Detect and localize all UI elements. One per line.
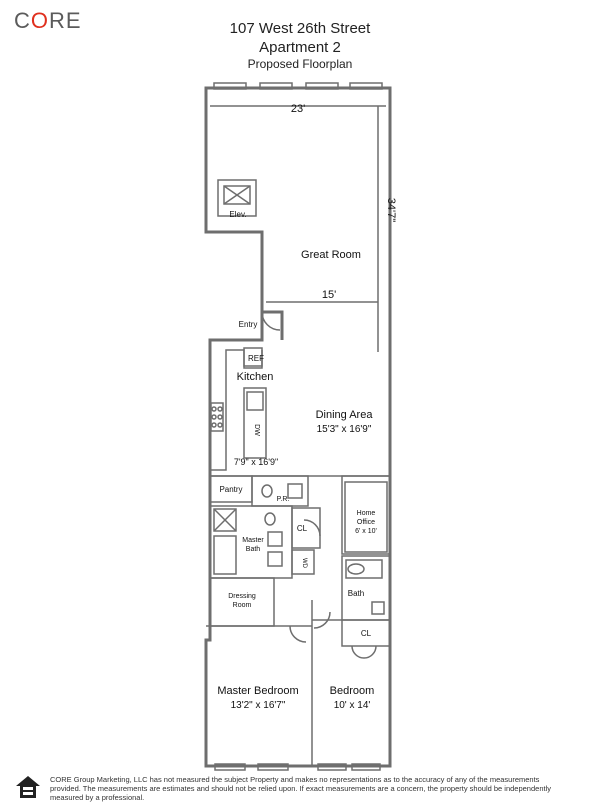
master-bath-label: Master [242, 537, 264, 544]
disclaimer-line-1: CORE Group Marketing, LLC has not measur… [50, 775, 540, 784]
home-office-label-2: Office [357, 519, 375, 526]
elevator-label: Elev. [229, 210, 246, 219]
bedroom-size-label: 10' x 14' [334, 700, 371, 711]
elevator-shaft [217, 179, 257, 217]
range [210, 402, 224, 432]
plan-subtitle: Proposed Floorplan [247, 57, 353, 71]
disclaimer: CORE Group Marketing, LLC has not measur… [50, 775, 590, 802]
great-room-label: Great Room [301, 249, 361, 261]
unit-title: Apartment 2 [259, 39, 341, 56]
ref-label: REF [248, 354, 264, 363]
dining-label: Dining Area [316, 409, 374, 421]
closet-label: CL [297, 524, 308, 533]
home-office-label: Home [357, 510, 376, 517]
width-mid-label: 15' [322, 289, 336, 301]
kitchen-size-label: 7'9" x 16'9" [234, 457, 278, 467]
disclaimer-line-2: provided. The measurements are estimates… [50, 784, 551, 793]
window [349, 82, 383, 90]
powder-room-label: P.R. [277, 496, 290, 503]
kitchen-label: Kitchen [237, 371, 274, 383]
window [305, 82, 339, 90]
master-bath-label-2: Bath [246, 546, 261, 553]
washer-dryer [291, 549, 315, 575]
dining-size-label: 15'3" x 16'9" [317, 424, 372, 435]
window [259, 82, 293, 90]
refrigerator [243, 347, 263, 367]
entry-label: Entry [239, 320, 258, 329]
pantry-label: Pantry [219, 485, 242, 494]
disclaimer-line-3: measured by a professional. [50, 793, 145, 802]
core-logo: CORE [14, 8, 82, 33]
width-top-label: 23' [291, 103, 305, 115]
depth-label: 34'7" [385, 198, 397, 222]
closet-2-label: CL [361, 629, 372, 638]
window [317, 763, 347, 771]
bedroom-label: Bedroom [330, 685, 375, 697]
master-bedroom-size-label: 13'2" x 16'7" [231, 700, 286, 711]
window [214, 763, 246, 771]
window [213, 82, 247, 90]
equal-housing-icon [16, 776, 40, 798]
window [257, 763, 289, 771]
kitchen-island [243, 387, 267, 459]
dressing-label-2: Room [233, 602, 252, 609]
dw-label: DW [253, 424, 260, 436]
closet-room [291, 507, 321, 549]
closet-2-room [341, 619, 391, 647]
master-bedroom-label: Master Bedroom [217, 685, 298, 697]
home-office-size-label: 6' x 10' [355, 528, 377, 535]
window [351, 763, 381, 771]
wd-label: WD [301, 558, 307, 569]
bath-label: Bath [348, 589, 364, 598]
dressing-label: Dressing [228, 593, 256, 600]
home-office-room [341, 475, 391, 555]
address-title: 107 West 26th Street [229, 20, 371, 37]
